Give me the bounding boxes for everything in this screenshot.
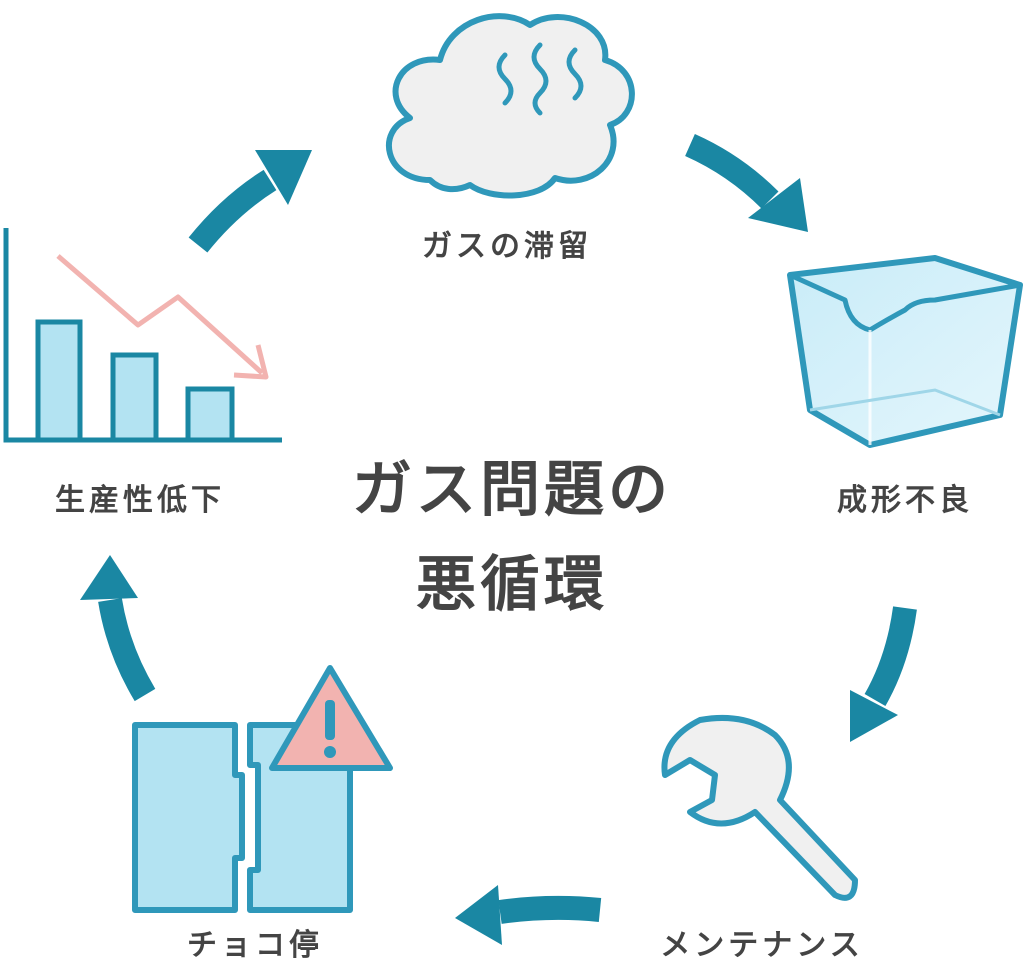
node-label-maintenance: メンテナンス — [660, 928, 863, 963]
cloud-steam-icon — [385, 13, 635, 199]
defective-box-icon — [787, 255, 1023, 448]
diagram-title-line2: 悪循環 — [416, 550, 608, 620]
stoppage-warning-icon — [132, 665, 393, 913]
cycle-arrow-2 — [685, 134, 808, 232]
wrench-icon — [661, 714, 858, 901]
node-label-gas-retention: ガスの滞留 — [422, 229, 592, 264]
declining-chart-icon — [3, 228, 282, 443]
node-label-molding-defect: 成形不良 — [837, 483, 973, 518]
node-label-minor-stoppage: チョコ停 — [187, 928, 323, 963]
cycle-arrow-3 — [850, 606, 917, 742]
cycle-arrow-5 — [80, 555, 156, 702]
cycle-arrow-1 — [188, 150, 312, 253]
diagram-title-line1: ガス問題の — [352, 455, 672, 525]
node-label-productivity-decline: 生産性低下 — [55, 483, 225, 518]
cycle-arrow-4 — [455, 885, 602, 945]
